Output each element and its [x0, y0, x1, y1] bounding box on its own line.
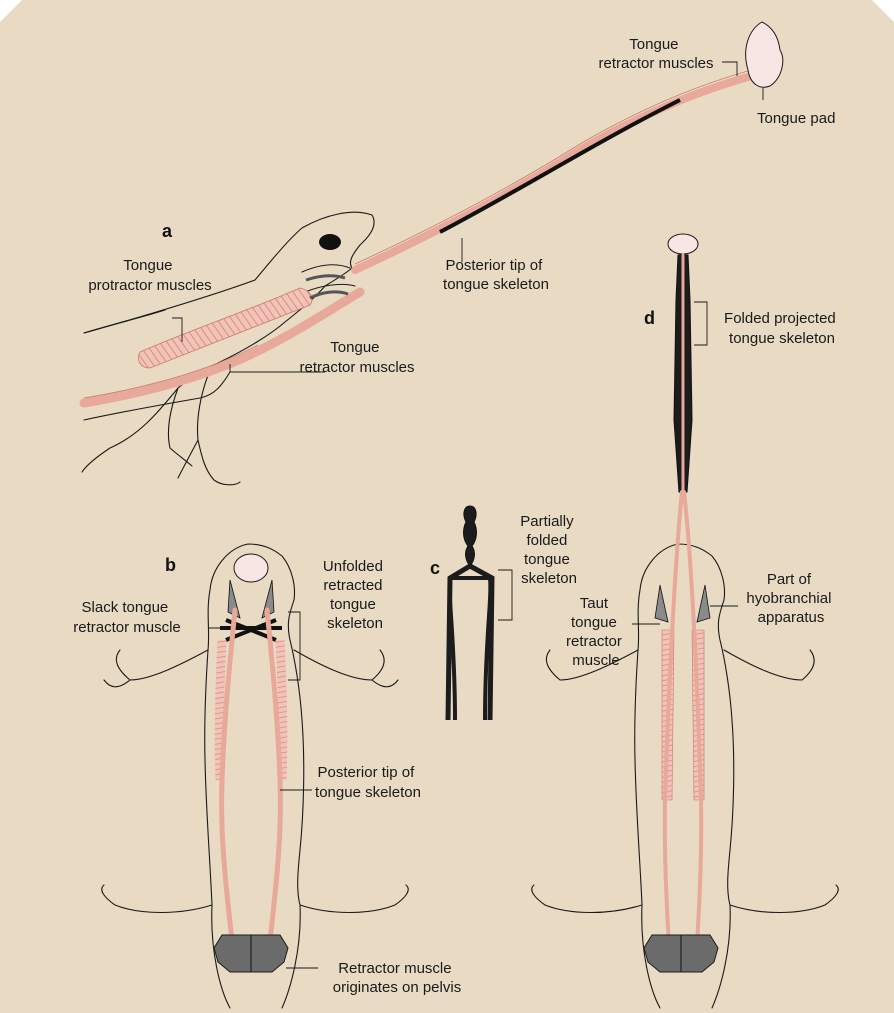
chameleon-a-eye [319, 234, 341, 250]
label-a-tongue-pad: Tongue pad [757, 110, 835, 127]
tongue-pad-d [668, 234, 698, 254]
panel-label-c: c [430, 558, 440, 578]
panel-label-d: d [644, 308, 655, 328]
tongue-pad-b [234, 554, 268, 582]
skeleton-c-head [464, 506, 477, 566]
panel-label-a: a [162, 221, 173, 241]
panel-label-b: b [165, 555, 176, 575]
